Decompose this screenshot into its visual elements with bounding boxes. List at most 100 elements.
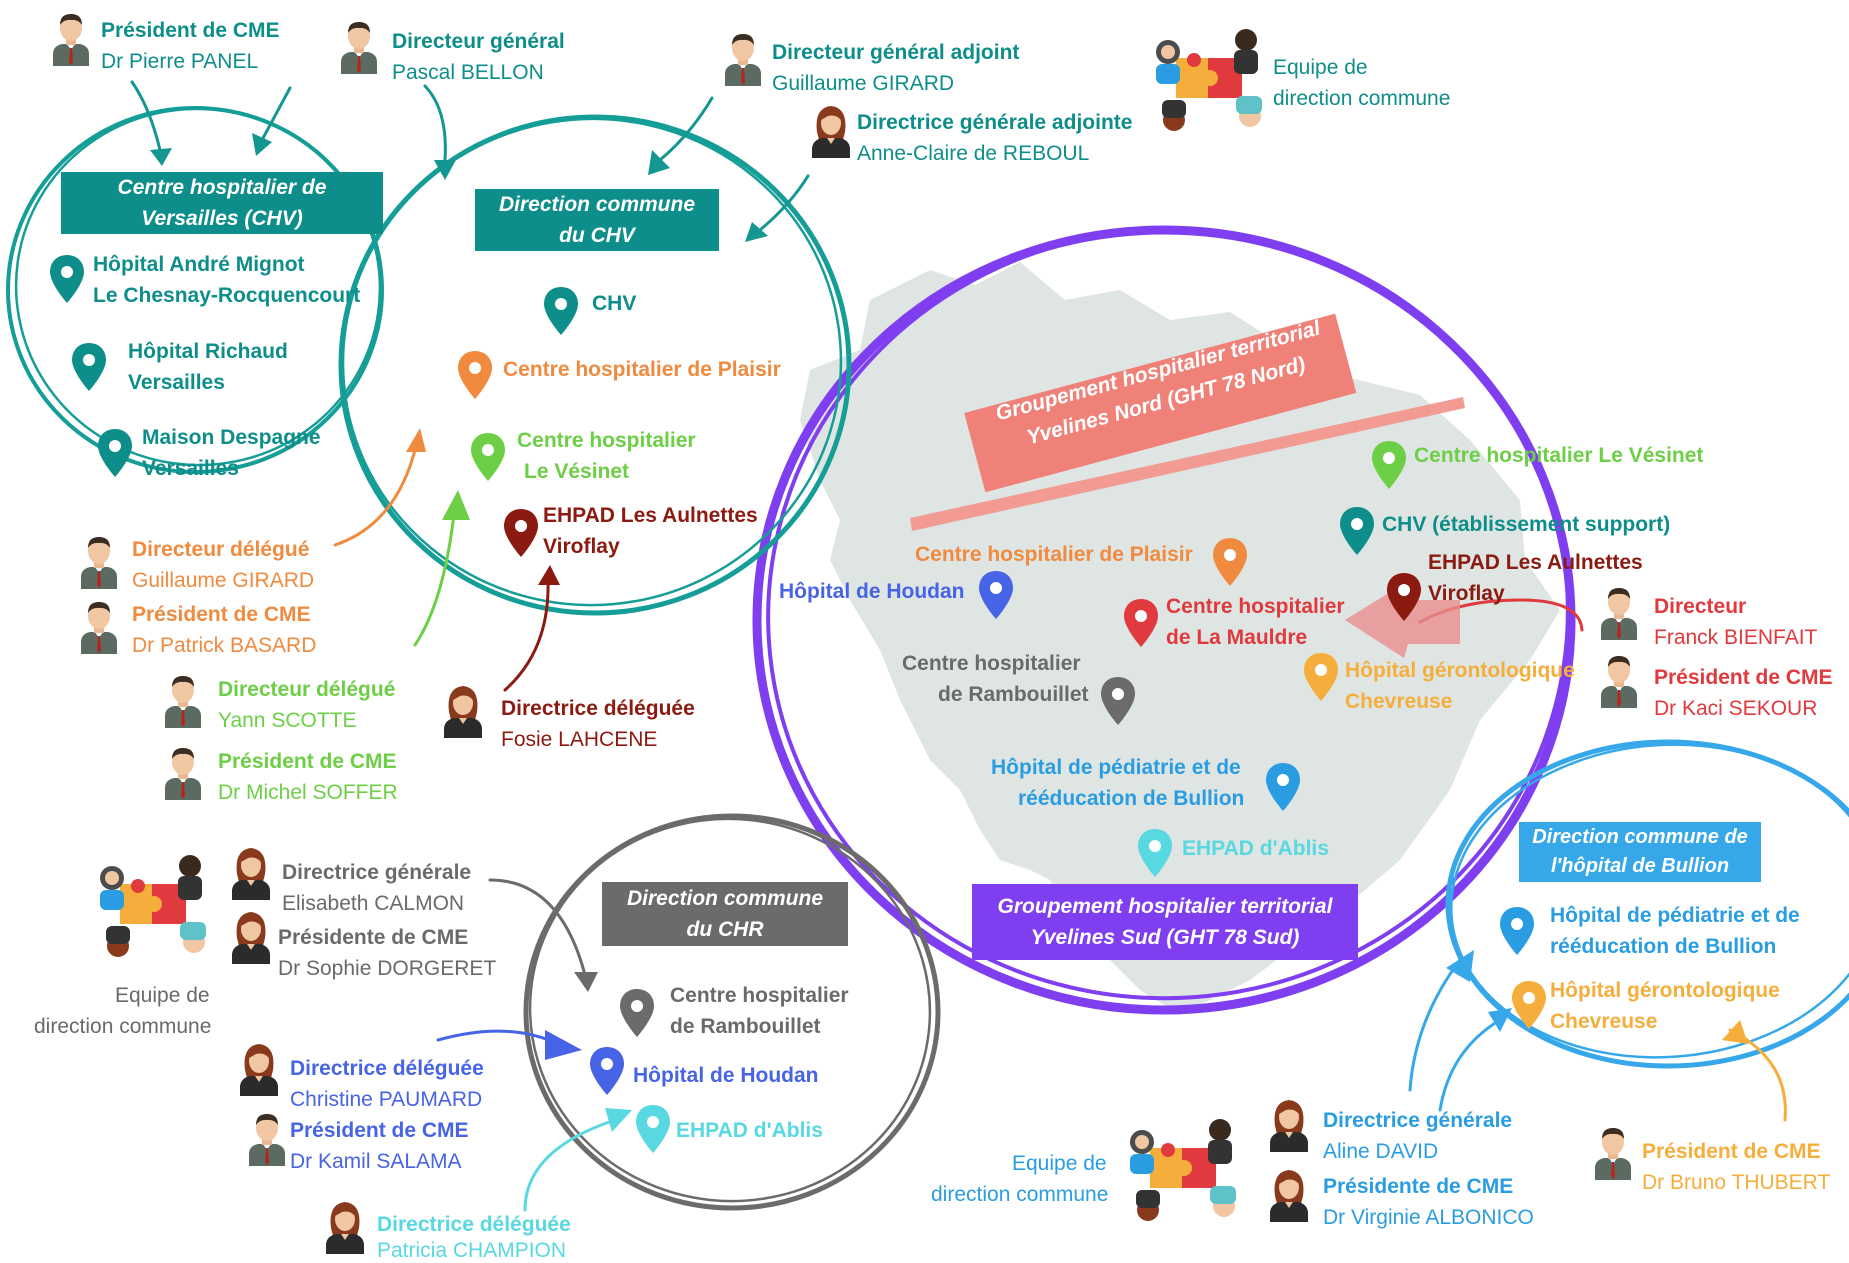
arrowhead <box>434 160 456 180</box>
arrow-scotte-to-vesinet <box>413 503 457 647</box>
chv-team-label-line2: direction commune <box>1273 87 1451 110</box>
woman-avatar-icon <box>440 682 486 738</box>
deputy-dg-f-name: Anne-Claire de REBOUL <box>857 142 1090 165</box>
ght-site-vesinet: Centre hospitalier Le Vésinet <box>1414 444 1704 467</box>
mauldre-cme-name: Dr Kaci SEKOUR <box>1654 697 1818 720</box>
delegate-lahcene-name: Fosie LAHCENE <box>501 728 658 751</box>
mauldre-cme-role: Président de CME <box>1654 666 1833 689</box>
dg-role: Directeur général <box>392 30 565 53</box>
man-avatar-icon <box>336 18 382 74</box>
bullion-site-2-line1: Hôpital gérontologique <box>1550 979 1780 1002</box>
arrow-champion-to-ablis <box>523 1118 617 1212</box>
delegate-basard-name: Dr Patrick BASARD <box>132 634 317 657</box>
chr-site-houdan: Hôpital de Houdan <box>633 1064 819 1087</box>
location-pin-icon <box>469 432 507 482</box>
bullion-cme-name: Dr Virginie ALBONICO <box>1323 1206 1534 1229</box>
ght-north-banner-shape <box>964 313 1357 493</box>
arrowhead <box>150 148 172 166</box>
location-pin-icon <box>1498 906 1536 956</box>
location-pin-icon <box>48 254 86 304</box>
chv-circle <box>6 106 384 474</box>
ght-site-chevreuse-line2: Chevreuse <box>1345 690 1453 713</box>
arrow-dga-to-direction <box>658 96 714 162</box>
man-avatar-icon <box>76 598 122 654</box>
deputy-dg-name: Guillaume GIRARD <box>772 72 955 95</box>
arrow-cme-to-chv <box>130 80 162 152</box>
arrow-bullion-team-1 <box>1408 958 1462 1092</box>
chv-site-3-line2: Versailles <box>142 457 239 480</box>
ght-site-plaisir: Centre hospitalier de Plaisir <box>915 543 1193 566</box>
chv-title-line1: Centre hospitalier de <box>117 176 327 199</box>
location-pin-icon <box>502 508 540 558</box>
chr-team-label-line2: direction commune <box>34 1015 212 1038</box>
mauldre-director-role: Directeur <box>1654 595 1747 618</box>
chr-title-box: Direction commune du CHR <box>602 882 848 946</box>
chr-champion-role: Directrice déléguée <box>377 1213 571 1236</box>
chr-champion-name: Patricia CHAMPION <box>377 1239 567 1262</box>
cme-president-name: Dr Pierre PANEL <box>101 50 259 73</box>
bullion-site-2-line2: Chevreuse <box>1550 1010 1658 1033</box>
bullion-thubert-role: Président de CME <box>1642 1140 1821 1163</box>
woman-avatar-icon <box>1266 1166 1312 1222</box>
chv-title-box: Centre hospitalier de Versailles (CHV) <box>61 172 383 234</box>
arrow-dg-to-direction <box>423 84 447 162</box>
direction-chv-circle <box>338 114 852 616</box>
arrowhead <box>648 150 670 175</box>
woman-avatar-icon <box>228 908 274 964</box>
location-pin-icon <box>977 570 1015 620</box>
chr-salama-name: Dr Kamil SALAMA <box>290 1150 462 1173</box>
arrow-girard-to-plaisir <box>333 448 417 547</box>
bullion-dg-role: Directrice générale <box>1323 1109 1513 1132</box>
bullion-team-label-line2: direction commune <box>931 1183 1109 1206</box>
location-pin-icon <box>588 1046 626 1096</box>
arrow-dg-to-chv <box>260 86 292 142</box>
chr-site-ablis: EHPAD d'Ablis <box>676 1119 823 1142</box>
ght-site-chv: CHV (établissement support) <box>1382 513 1671 536</box>
delegate-girard-role: Directeur délégué <box>132 538 310 561</box>
direction-chv-site-3-line2: Le Vésinet <box>524 460 630 483</box>
delegate-scotte-role: Directeur délégué <box>218 678 396 701</box>
location-pin-icon <box>96 428 134 478</box>
chr-paumard-role: Directrice déléguée <box>290 1057 484 1080</box>
location-pin-icon <box>1338 506 1376 556</box>
delegate-scotte-name: Yann SCOTTE <box>218 709 357 732</box>
location-pin-icon <box>1264 762 1302 812</box>
arrow-bullion-team-2 <box>1438 1018 1502 1112</box>
chr-title-line1: Direction commune <box>626 887 824 910</box>
direction-chv-site-2: Centre hospitalier de Plaisir <box>503 358 781 381</box>
arrowhead <box>545 1030 582 1060</box>
arrowhead <box>1488 1008 1512 1032</box>
woman-avatar-icon <box>228 844 274 900</box>
bullion-title-box: Direction commune de l'hôpital de Bullio… <box>1519 822 1761 882</box>
bullion-thubert-name: Dr Bruno THUBERT <box>1642 1171 1831 1194</box>
ght-site-houdan: Hôpital de Houdan <box>779 580 965 603</box>
man-avatar-icon <box>76 533 122 589</box>
direction-chv-title-line2: du CHV <box>559 224 635 247</box>
chr-cme-name: Dr Sophie DORGERET <box>278 957 497 980</box>
man-avatar-icon <box>1596 652 1642 708</box>
ght-south-title-box: Groupement hospitalier territorial Yveli… <box>972 884 1358 960</box>
arrow-dgaf-to-direction <box>758 174 810 232</box>
deputy-dg-role: Directeur général adjoint <box>772 41 1020 64</box>
chr-salama-role: Président de CME <box>290 1119 469 1142</box>
ght-site-chevreuse-line1: Hôpital gérontologique <box>1345 659 1575 682</box>
chv-site-2-line1: Hôpital Richaud <box>128 340 288 363</box>
location-pin-icon <box>70 342 108 392</box>
arrow-chr-team <box>488 878 587 977</box>
bullion-site-1-line1: Hôpital de pédiatrie et de <box>1550 904 1800 927</box>
man-avatar-icon <box>244 1110 290 1166</box>
team-puzzle-icon <box>1146 20 1272 140</box>
dg-name: Pascal BELLON <box>392 61 544 84</box>
chr-cme-role: Présidente de CME <box>278 926 469 949</box>
location-pin-icon <box>542 286 580 336</box>
deputy-dg-f-role: Directrice générale adjointe <box>857 111 1133 134</box>
bullion-team-label-line1: Equipe de <box>1012 1152 1107 1175</box>
direction-chv-site-3-line1: Centre hospitalier <box>517 429 696 452</box>
delegate-soffer-name: Dr Michel SOFFER <box>218 781 398 804</box>
ght-site-bullion-line1: Hôpital de pédiatrie et de <box>991 756 1241 779</box>
chr-dg-name: Elisabeth CALMON <box>282 892 465 915</box>
delegate-soffer-role: Président de CME <box>218 750 397 773</box>
arrowhead <box>1446 950 1474 982</box>
chr-circle <box>523 813 941 1211</box>
chr-site-rambouillet-line1: Centre hospitalier <box>670 984 849 1007</box>
